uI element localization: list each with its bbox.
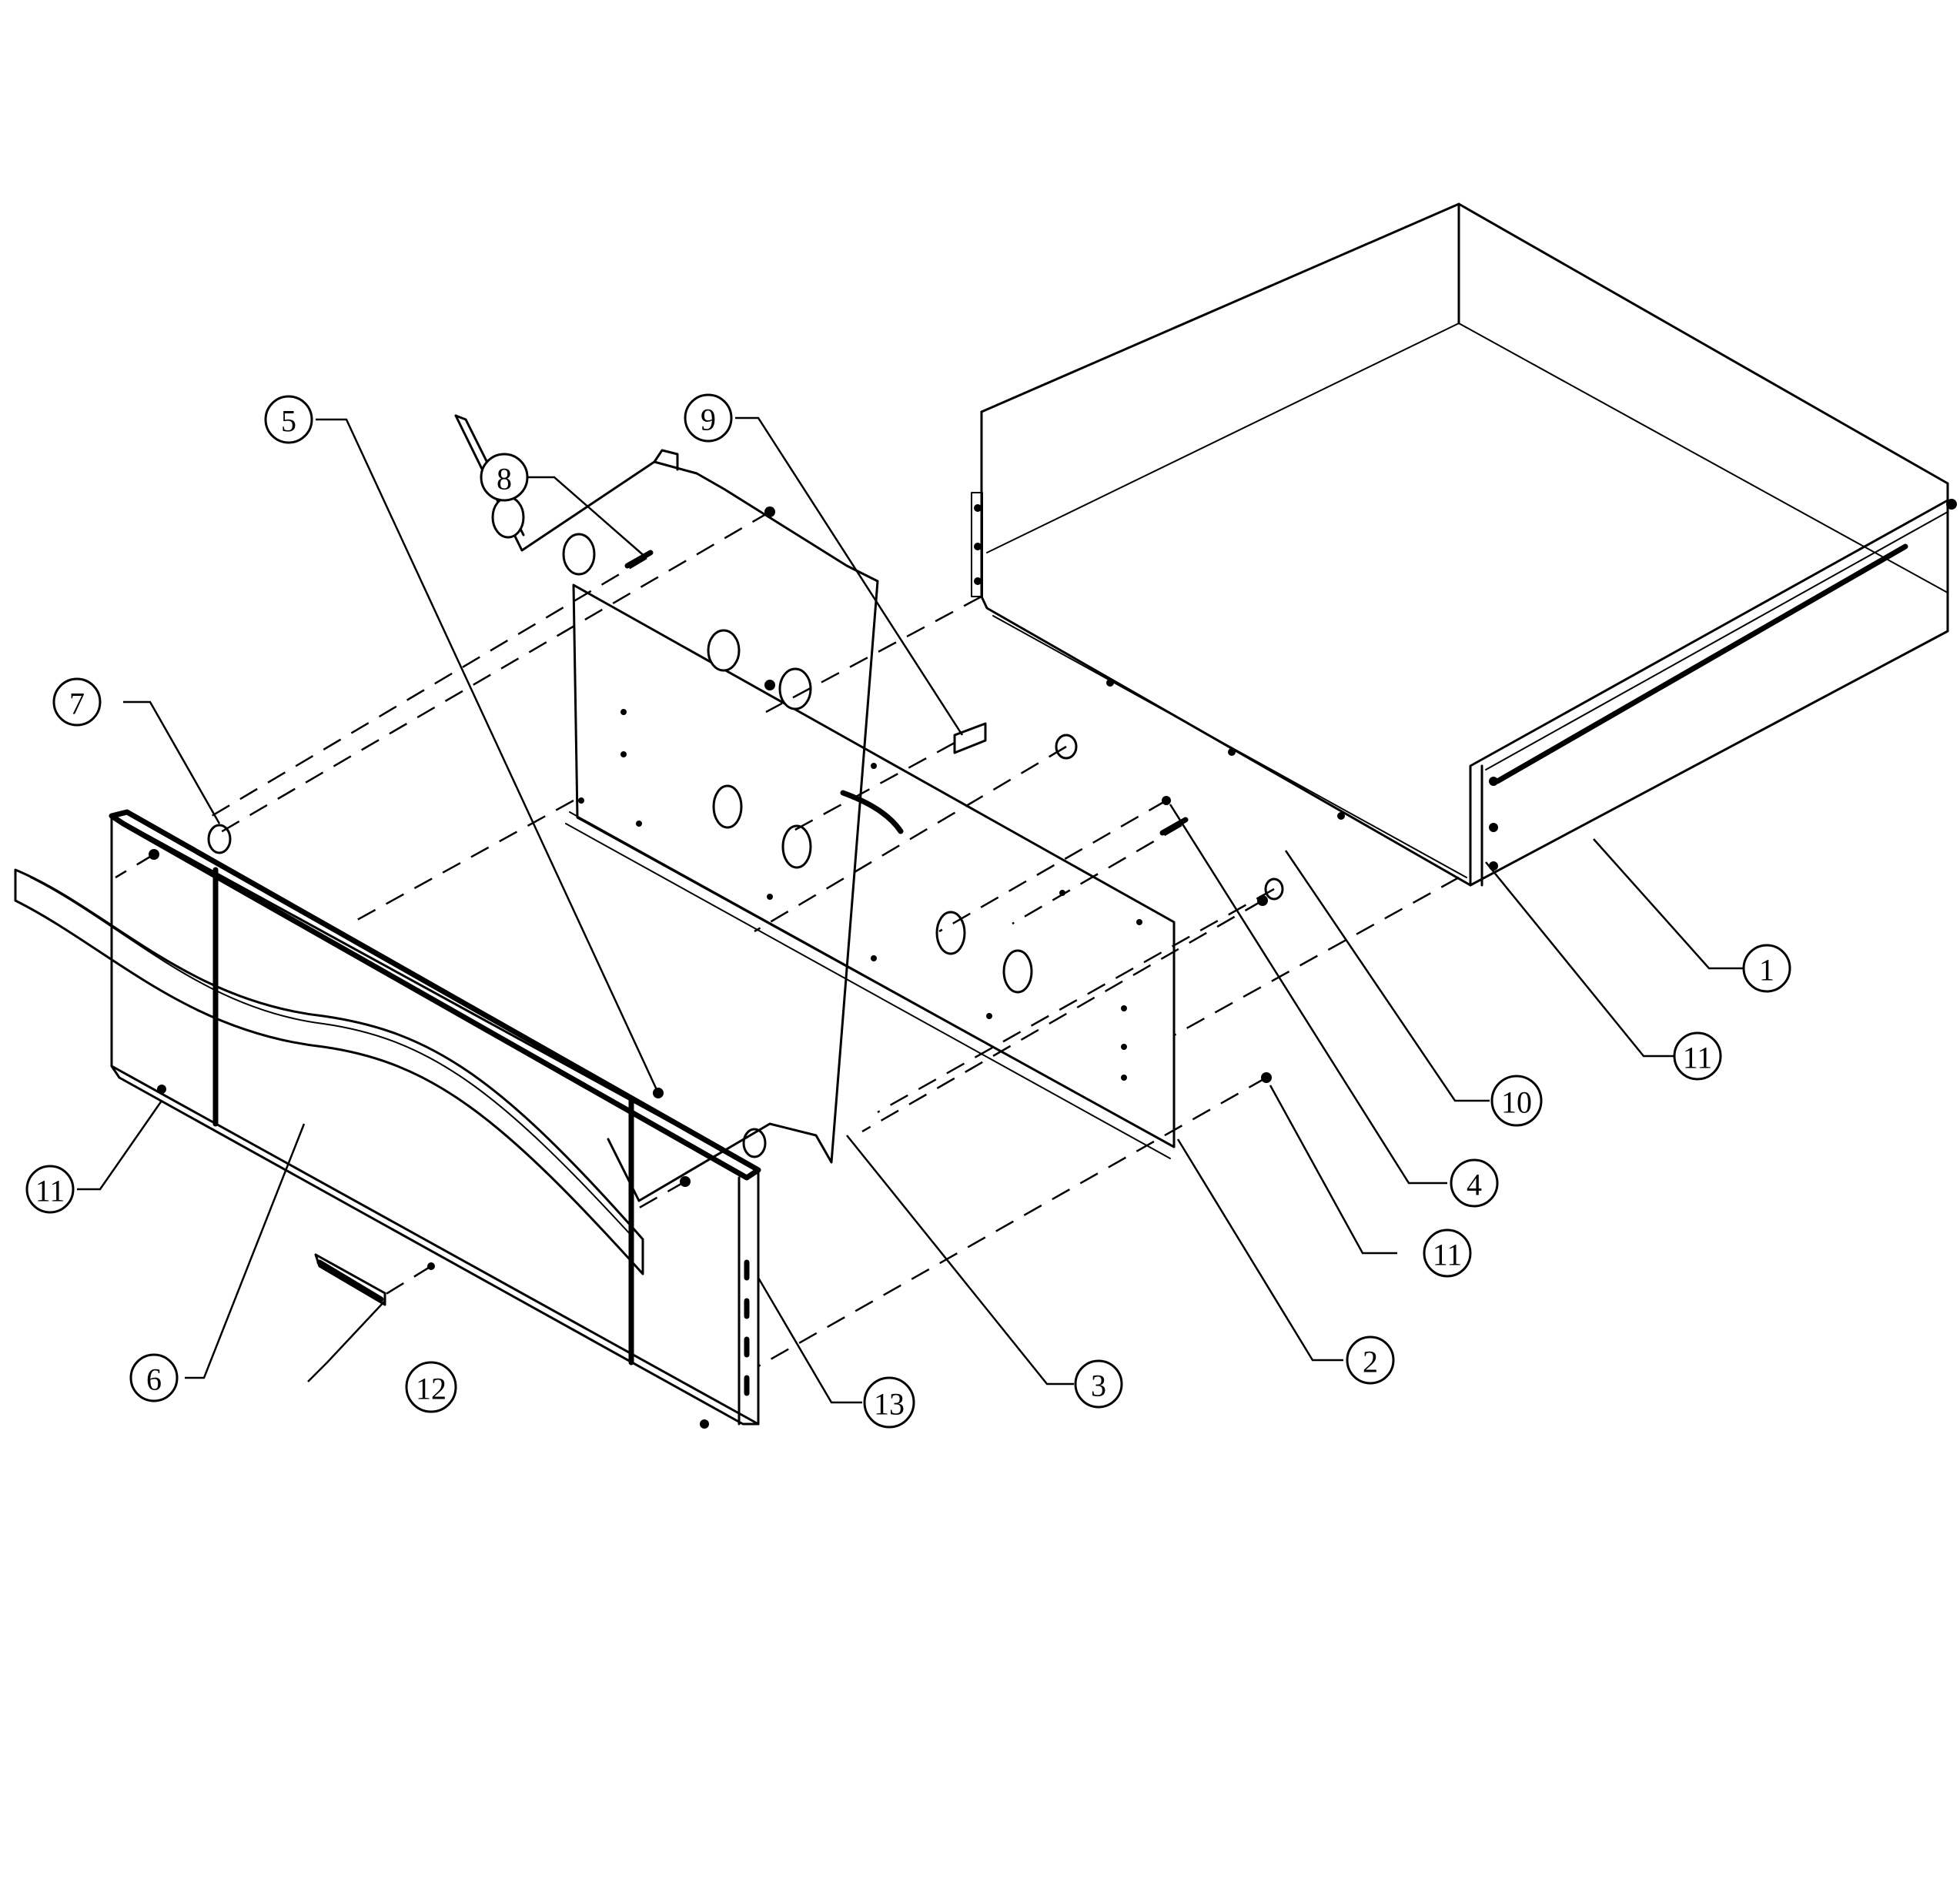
callouts: 1 11 10 4 11 2 3 13 — [25, 393, 1791, 1429]
svg-text:6: 6 — [146, 1362, 162, 1397]
leader-lines — [77, 416, 1744, 1404]
svg-text:11: 11 — [1433, 1238, 1463, 1272]
callout-8[interactable]: 8 — [480, 453, 529, 502]
callout-2[interactable]: 2 — [1346, 1335, 1395, 1385]
callout-3[interactable]: 3 — [1074, 1359, 1123, 1409]
svg-text:4: 4 — [1467, 1168, 1482, 1202]
callout-10[interactable]: 10 — [1490, 1075, 1543, 1127]
svg-text:9: 9 — [701, 403, 716, 437]
hardware — [207, 506, 1284, 1306]
drawer-box — [971, 202, 1957, 887]
svg-text:11: 11 — [1683, 1041, 1713, 1075]
heat-shield — [454, 414, 879, 1202]
svg-text:12: 12 — [416, 1372, 447, 1406]
alignment-lines — [115, 510, 1460, 1368]
handle — [14, 868, 644, 1275]
callout-5[interactable]: 5 — [264, 395, 313, 444]
callout-7[interactable]: 7 — [52, 677, 102, 727]
callout-1[interactable]: 1 — [1742, 944, 1791, 993]
callout-11-right[interactable]: 11 — [1673, 1031, 1722, 1081]
svg-text:3: 3 — [1091, 1369, 1106, 1403]
callout-12[interactable]: 12 — [405, 1361, 457, 1413]
callout-4[interactable]: 4 — [1450, 1158, 1499, 1208]
svg-text:11: 11 — [35, 1174, 65, 1208]
callout-13[interactable]: 13 — [863, 1376, 915, 1429]
callout-6[interactable]: 6 — [129, 1353, 179, 1402]
svg-text:5: 5 — [281, 404, 296, 439]
front-panel — [109, 809, 761, 1429]
svg-text:7: 7 — [69, 687, 85, 721]
callout-11-middle[interactable]: 11 — [1423, 1228, 1472, 1278]
rear-panel — [565, 583, 1176, 1159]
svg-text:10: 10 — [1501, 1085, 1532, 1120]
svg-text:13: 13 — [874, 1387, 905, 1422]
svg-text:1: 1 — [1759, 953, 1774, 988]
callout-9[interactable]: 9 — [684, 393, 733, 443]
svg-text:2: 2 — [1363, 1345, 1378, 1379]
callout-11-left[interactable]: 11 — [25, 1165, 75, 1214]
svg-text:8: 8 — [497, 462, 512, 496]
